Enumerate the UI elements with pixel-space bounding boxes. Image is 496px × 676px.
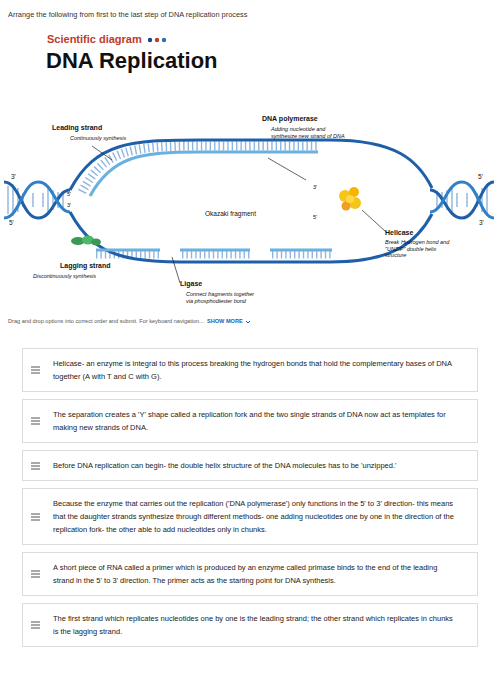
part-name: Okazaki fragment: [205, 210, 256, 218]
end-mark: 5': [9, 219, 14, 227]
option-text: The first strand which replicates nucleo…: [53, 612, 457, 638]
handle-bar: [31, 571, 40, 572]
option-text: The separation creates a 'Y' shape calle…: [53, 408, 457, 434]
end-mark: 5': [478, 173, 483, 181]
handle-bar: [31, 465, 40, 466]
helicase-blob: [339, 187, 361, 211]
leader-line: [92, 146, 386, 283]
drag-handle: [31, 513, 40, 521]
end-mark: 5': [313, 214, 317, 221]
part-name: Helicase: [385, 229, 413, 237]
handle-bar: [31, 424, 40, 425]
chevron-icon: [245, 319, 251, 325]
handle-bar: [31, 370, 40, 371]
part-name: Leading strand: [52, 124, 102, 132]
drag-handle: [31, 417, 40, 425]
handle-bar: [31, 628, 40, 629]
handle-bar: [31, 516, 40, 517]
header-tag: Scientific diagram: [47, 33, 142, 46]
parent-strand: [430, 182, 494, 218]
option-box: A short piece of RNA called a primer whi…: [22, 552, 478, 596]
handle-bar: [31, 513, 40, 514]
instruction-text: Drag and drop options into correct order…: [8, 318, 204, 325]
polymerase-blob: [71, 236, 101, 246]
end-mark: 5': [67, 191, 71, 198]
handle-bar: [31, 373, 40, 374]
parent-strand: [4, 182, 70, 218]
show-more-link: SHOW MORE: [207, 318, 243, 325]
part-note: Break Hydrogen bond and "UNZIP" double h…: [385, 239, 451, 259]
chevron-stroke: [246, 321, 250, 323]
handle-bar: [31, 468, 40, 469]
part-note: Discontinuously synthesis: [33, 273, 96, 280]
handle-bar: [31, 418, 40, 419]
option-box: Before DNA replication can begin- the do…: [22, 450, 478, 481]
handle-bar: [31, 421, 40, 422]
title-dot: [148, 38, 152, 42]
parent-strand: [4, 182, 70, 218]
end-mark: 3': [11, 173, 16, 181]
part-note: Adding nucleotide and synthesize new str…: [271, 126, 351, 139]
handle-bar: [31, 622, 40, 623]
option-text: Because the enzyme that carries out the …: [53, 497, 457, 536]
part-name: Lagging strand: [60, 262, 111, 270]
part-note: Connect fragments together via phosphodi…: [186, 291, 260, 304]
drag-handle: [31, 366, 40, 374]
okazaki-fragment: [96, 249, 332, 252]
parent-strand: [70, 212, 432, 262]
drag-handle: [31, 621, 40, 629]
drag-handle: [31, 570, 40, 578]
handle-bar: [31, 519, 40, 520]
end-mark: 3': [67, 202, 71, 209]
parent-strand: [430, 182, 494, 218]
diagram-heading: DNA Replication: [46, 48, 218, 74]
leading-strand: [90, 152, 318, 196]
option-box: The first strand which replicates nucleo…: [22, 603, 478, 647]
question-title: Arrange the following from first to the …: [8, 11, 247, 20]
option-text: Before DNA replication can begin- the do…: [53, 459, 457, 472]
handle-bar: [31, 577, 40, 578]
option-box: Helicase- an enzyme is integral to this …: [22, 348, 478, 392]
title-dot: [162, 38, 166, 42]
handle-bar: [31, 574, 40, 575]
option-text: Helicase- an enzyme is integral to this …: [53, 357, 457, 383]
handle-bar: [31, 367, 40, 368]
parent-strand: [70, 140, 432, 190]
option-box: Because the enzyme that carries out the …: [22, 488, 478, 545]
handle-bar: [31, 462, 40, 463]
handle-bar: [31, 625, 40, 626]
option-box: The separation creates a 'Y' shape calle…: [22, 399, 478, 443]
end-mark: 3': [313, 184, 317, 191]
option-text: A short piece of RNA called a primer whi…: [53, 561, 457, 587]
part-note: Continuously synthesis: [70, 135, 126, 142]
part-name: Ligase: [180, 280, 202, 288]
end-mark: 3': [479, 219, 484, 227]
part-name: DNA polymerase: [262, 115, 318, 123]
drag-handle: [31, 462, 40, 470]
title-dot: [155, 38, 159, 42]
